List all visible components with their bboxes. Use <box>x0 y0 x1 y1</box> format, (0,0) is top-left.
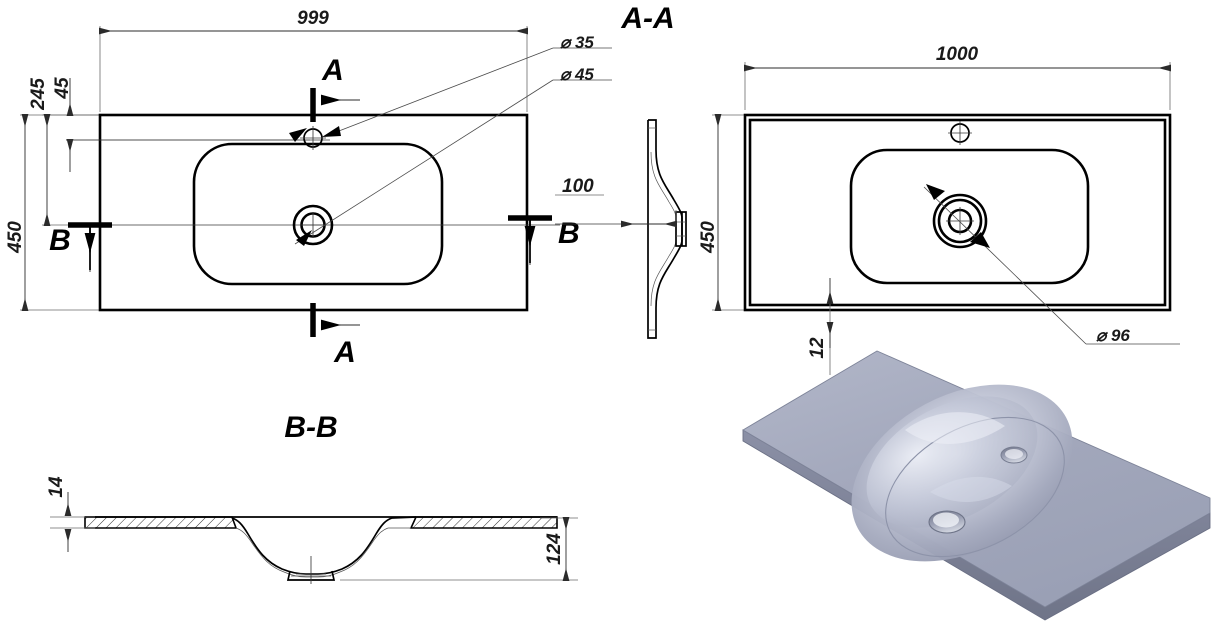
rim-slab-left-hatched <box>84 516 238 529</box>
dim-text-124: 124 <box>544 533 565 565</box>
isometric-3d-view <box>742 350 1211 621</box>
bb-bowl-outer <box>231 517 393 575</box>
leader-arrow-dia45 <box>296 230 312 246</box>
iso-drain-hole <box>928 510 966 534</box>
leader-line-dia45 <box>294 79 554 245</box>
section-aa-view: A-A 100 <box>555 2 687 339</box>
section-label-a-bottom: A <box>333 336 356 369</box>
dim-text-1000: 1000 <box>936 44 979 65</box>
section-aa-drain-boss <box>675 211 687 247</box>
section-aa-profile-outer <box>647 119 683 339</box>
bb-bowl-inner <box>235 527 389 578</box>
callout-text-dia96: ⌀ 96 <box>1096 326 1130 345</box>
right-plan-view: 1000 450 12 <box>698 44 1180 375</box>
section-mark-a-top: A <box>310 54 360 122</box>
dim-text-14: 14 <box>46 476 67 498</box>
slab-outline-right-view <box>743 113 1172 312</box>
leader-line-dia35 <box>325 47 554 137</box>
section-label-b-right: B <box>558 217 580 250</box>
section-aa-profile-inner <box>650 151 677 307</box>
section-label-b-left: B <box>49 224 71 257</box>
leader-line-dia96 <box>923 186 1087 345</box>
leader-arrow-dia96-a <box>926 184 945 200</box>
section-bb-title: B-B <box>284 411 337 444</box>
rim-slab-right-hatched <box>409 516 558 529</box>
dim-text-100: 100 <box>562 176 594 197</box>
faucet-hole-right-view <box>948 121 972 145</box>
section-mark-b-left: B <box>49 222 112 272</box>
iso-bowl-specular <box>905 412 1005 444</box>
iso-bowl-specular-2 <box>930 476 1012 503</box>
callout-text-dia45: ⌀ 45 <box>560 65 594 84</box>
leader-arrow-dia35 <box>322 126 341 137</box>
slab-rim-inner-right-view <box>748 118 1167 307</box>
dim-text-245: 245 <box>28 78 49 111</box>
leader-arrow-dia35-b <box>289 128 307 142</box>
section-mark-a-bottom: A <box>310 303 360 369</box>
faucet-hole-top-view <box>300 126 326 150</box>
leader-arrow-dia96-b <box>970 232 990 248</box>
dim-text-450: 450 <box>5 221 26 254</box>
bowl-outline-right-view <box>849 148 1090 285</box>
dim-text-999: 999 <box>297 8 329 29</box>
top-view: 999 450 245 45 <box>5 8 612 369</box>
bowl-outline-top-view <box>192 142 444 286</box>
section-label-a-top: A <box>321 54 344 87</box>
iso-faucet-hole <box>1000 446 1028 464</box>
callout-text-dia35: ⌀ 35 <box>560 33 594 52</box>
dim-text-12: 12 <box>807 337 828 359</box>
dim-text-45: 45 <box>52 77 73 100</box>
section-aa-title: A-A <box>620 2 674 35</box>
dim-text-450-right: 450 <box>698 221 719 254</box>
bb-right-slope <box>391 516 417 519</box>
drain-recess-right-view <box>932 193 988 249</box>
section-mark-b-right: B <box>508 215 580 265</box>
section-bb-view: B-B 14 <box>46 411 578 584</box>
